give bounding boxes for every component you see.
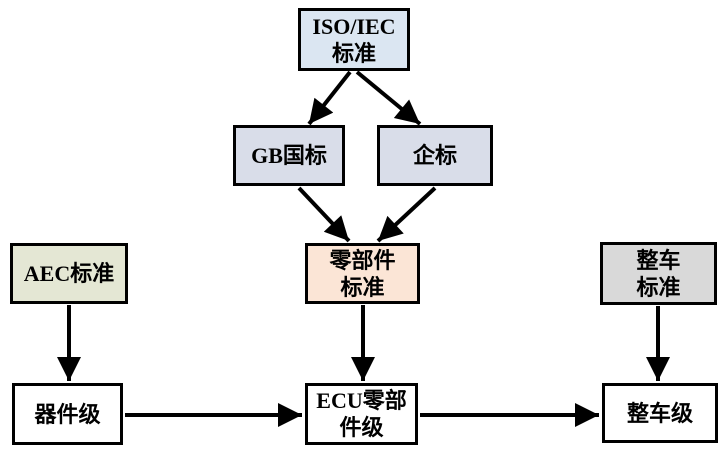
node-ecu-component-level: ECU零部 件级 — [305, 383, 418, 445]
node-device-level: 器件级 — [12, 383, 123, 445]
node-vehicle-standard: 整车 标准 — [600, 242, 717, 305]
node-component-standard: 零部件 标准 — [305, 243, 420, 304]
node-vehicle-level: 整车级 — [602, 383, 718, 443]
node-enterprise-standard: 企标 — [377, 125, 493, 186]
arrow-enterprise-to-component — [376, 186, 437, 243]
node-gb-national-standard: GB国标 — [233, 125, 345, 186]
arrow-gb-to-component — [297, 186, 351, 243]
node-iso-iec-standard: ISO/IEC 标准 — [298, 8, 410, 71]
arrow-iso-to-gb — [307, 70, 352, 126]
arrow-iso-to-enterprise — [355, 70, 422, 126]
node-aec-standard: AEC标准 — [10, 243, 128, 304]
